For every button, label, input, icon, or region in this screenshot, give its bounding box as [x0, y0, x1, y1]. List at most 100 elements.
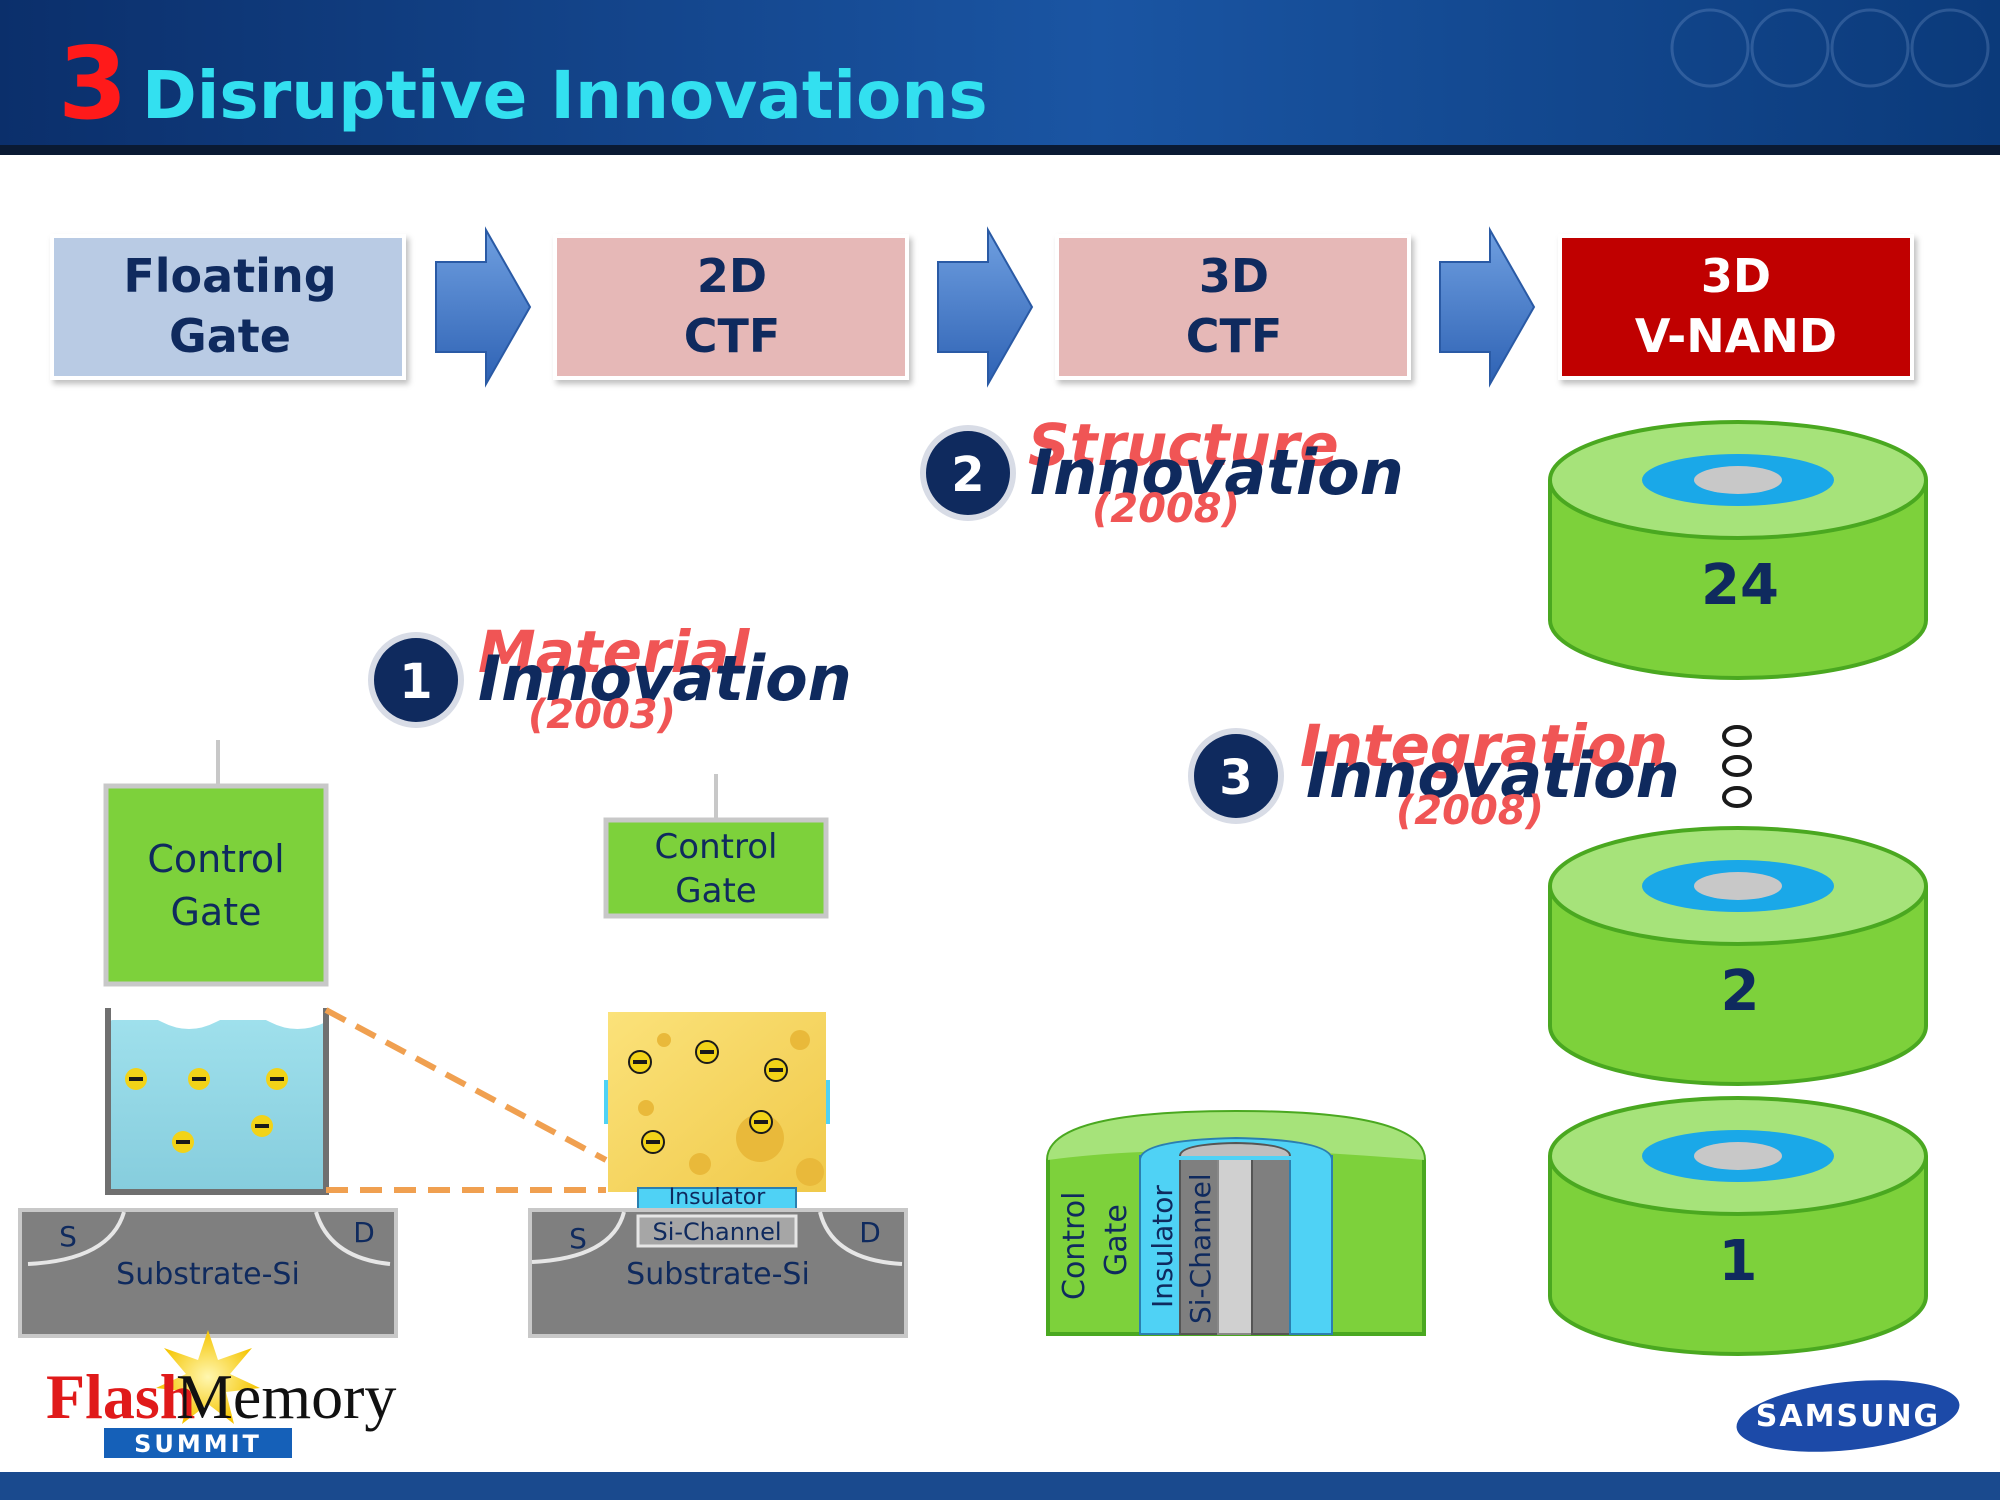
cheese-hole: [796, 1158, 824, 1186]
header-decoration-icons: [1670, 8, 1990, 88]
drain-label: D: [353, 1216, 375, 1249]
minus-sign: [633, 1060, 647, 1064]
logo-summit-bar: [104, 1428, 292, 1458]
cheese-hole: [638, 1100, 654, 1116]
layer-hole-core: [1694, 1142, 1782, 1170]
layer-1: 1: [1548, 1096, 1928, 1356]
insulator-label: Insulator: [669, 1185, 767, 1210]
step-3d-ctf: 3D CTF: [1055, 234, 1411, 380]
header-divider: [0, 145, 2000, 155]
channel-label-vertical: Si-Channel: [1184, 1173, 1217, 1324]
channel-layer-front: [636, 1214, 798, 1248]
ellipsis-dot: [1722, 725, 1752, 747]
insulator-strip-left: [1139, 1155, 1181, 1335]
container-walls: [105, 1008, 329, 1195]
drain-junction: [314, 1211, 391, 1266]
title-number: 3: [58, 25, 128, 142]
control-gate-line1: Control: [147, 837, 284, 881]
electrons: [125, 1068, 288, 1153]
minus-sign: [176, 1140, 190, 1144]
cheese-hole: [657, 1033, 671, 1047]
step-box: [553, 234, 909, 380]
minus-sign: [255, 1124, 269, 1128]
layer-number: 24: [1701, 553, 1779, 618]
samsung-wordmark: SAMSUNG: [1756, 1399, 1940, 1434]
minus-sign: [646, 1140, 660, 1144]
header: 3 Disruptive Innovations: [0, 0, 2000, 155]
innovation-word: Innovation: [1030, 436, 1404, 509]
cylinder-top-face: [1048, 1112, 1424, 1160]
disc-icon: [1910, 8, 1990, 88]
step-label-line2: V-NAND: [1635, 309, 1837, 363]
processor-icon: [1830, 8, 1910, 88]
ellipsis-icon: [1722, 725, 1752, 808]
layer-24: 24: [1548, 420, 1928, 680]
step-label-line1: 3D: [1199, 249, 1269, 303]
vnand-layer-stack: 24 2 1: [1548, 420, 1928, 1356]
channel-strip-right: [1251, 1151, 1291, 1335]
water-wave: [108, 1015, 326, 1029]
ctf-cell: Control Gate Insulator: [528, 774, 908, 1338]
number-badge: [368, 632, 464, 728]
step-2d-ctf: 2D CTF: [553, 234, 909, 380]
control-gate-block: [603, 817, 829, 919]
step-label-line1: Floating: [123, 249, 336, 303]
layer-number: 1: [1719, 1229, 1758, 1294]
footer-bar: [0, 1472, 2000, 1500]
flash-memory-summit-logo: Flash Memory SUMMIT: [46, 1330, 396, 1458]
floating-gate-cell: Control Gate S D Substrate-Si: [18, 740, 398, 1338]
innovation-label: Integration: [1300, 712, 1668, 780]
source-junction: [27, 1211, 126, 1266]
channel-label-front: Si-Channel: [652, 1218, 781, 1246]
control-gate-line1: Control: [655, 827, 778, 867]
step-box: [50, 234, 406, 380]
vnand-cross-section: Control Gate Insulator Si-Channel: [1046, 1109, 1426, 1336]
arrow-right-icon: [435, 226, 532, 388]
cheese-hole: [790, 1030, 810, 1050]
innovation-word: Innovation: [478, 642, 852, 715]
step-label-line2: Gate: [169, 309, 291, 363]
drain-label: D: [859, 1216, 881, 1249]
number-badge: [1188, 728, 1284, 824]
control-label-vertical: Control: [1057, 1192, 1092, 1300]
innovation-year: (2003): [528, 692, 676, 738]
step-box: [1558, 234, 1914, 380]
innovation-material: 1 Material Innovation (2003): [368, 618, 852, 738]
step-label-line1: 2D: [697, 249, 767, 303]
ellipsis-dot: [1722, 786, 1752, 808]
substrate-block: [18, 1208, 398, 1338]
layer-number: 2: [1721, 959, 1760, 1024]
channel-top: [1179, 1141, 1291, 1157]
header-background: [0, 0, 2000, 145]
step-label-line2: CTF: [1186, 309, 1283, 363]
source-label: S: [569, 1222, 587, 1255]
control-gate-line2: Gate: [170, 890, 261, 934]
badge-number: 2: [951, 447, 984, 503]
channel-strip-left: [1179, 1151, 1219, 1335]
zoom-line-top: [324, 1007, 608, 1163]
samsung-ellipse: [1736, 1380, 1960, 1452]
insulator-strip-right: [1289, 1155, 1333, 1335]
layer-2: 2: [1548, 826, 1928, 1086]
logo-memory: Memory: [176, 1361, 396, 1432]
minus-sign: [129, 1077, 143, 1081]
step-label-line2: CTF: [684, 309, 781, 363]
step-3d-vnand: 3D V-NAND: [1558, 234, 1914, 380]
floating-gate-water: [108, 1020, 326, 1190]
logo-flash: Flash: [46, 1361, 195, 1432]
innovation-year: (2008): [1092, 486, 1240, 532]
source-label: S: [59, 1220, 77, 1253]
step-box: [1055, 234, 1411, 380]
innovation-label: Structure: [1028, 411, 1339, 479]
substrate-block: [528, 1208, 908, 1338]
minus-sign: [700, 1050, 714, 1054]
minus-sign: [192, 1077, 206, 1081]
innovation-integration: 3 Integration Innovation (2008): [1188, 712, 1680, 834]
ellipsis-dot: [1722, 755, 1752, 777]
number-badge: [920, 425, 1016, 521]
minus-sign: [769, 1068, 783, 1072]
zoom-lines: [324, 1007, 608, 1193]
substrate-label: Substrate-Si: [116, 1257, 300, 1292]
badge-number: 3: [1219, 750, 1252, 806]
layer-hole-core: [1694, 872, 1782, 900]
